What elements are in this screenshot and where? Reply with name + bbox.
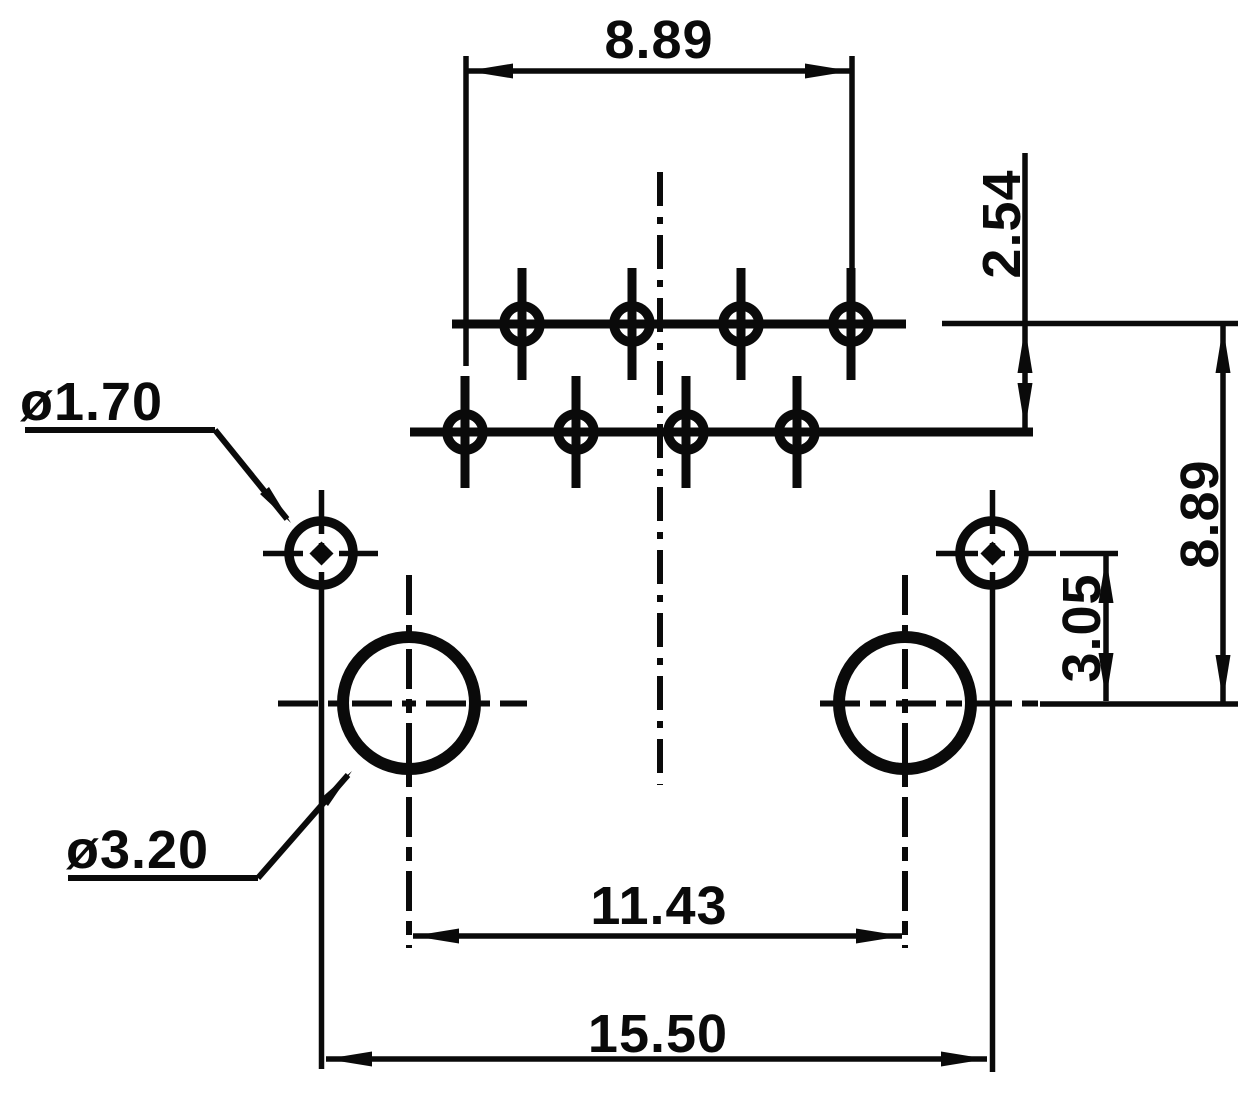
arrowhead-down bbox=[1098, 653, 1114, 699]
dim-pin-span-top: 8.89 bbox=[463, 10, 855, 366]
dimension-text: 11.43 bbox=[590, 876, 727, 936]
dim-mounting-hole-spacing: 15.50 bbox=[326, 1004, 987, 1067]
arrowhead-down bbox=[1017, 383, 1033, 429]
dimension-text: 3.05 bbox=[1052, 573, 1112, 682]
callout-text: ø3.20 bbox=[66, 820, 209, 880]
arrowhead-up bbox=[1098, 557, 1114, 603]
arrowhead-left bbox=[326, 1051, 372, 1067]
arrowhead-left bbox=[413, 928, 459, 944]
arrowhead-up bbox=[1017, 327, 1033, 373]
callout-large-hole-diameter: ø3.20 bbox=[66, 771, 352, 881]
arrowhead-right bbox=[805, 63, 851, 79]
callout-text: ø1.70 bbox=[20, 372, 163, 432]
pin-crosshairs bbox=[410, 268, 1033, 488]
dimension-text: 8.89 bbox=[604, 10, 713, 70]
leader-arrowhead bbox=[260, 487, 291, 523]
arrowhead-right bbox=[941, 1051, 987, 1067]
callout-small-hole-diameter: ø1.70 bbox=[20, 372, 291, 523]
dimension-text: 8.89 bbox=[1170, 459, 1230, 568]
dim-row-pitch: 2.54 bbox=[942, 153, 1238, 434]
arrowhead-right bbox=[856, 928, 902, 944]
dim-pin-row-to-hole-row: 8.89 bbox=[1040, 325, 1238, 707]
leader-arrowhead bbox=[320, 771, 352, 806]
arrowhead-down bbox=[1215, 655, 1231, 701]
dimension-text: 2.54 bbox=[972, 169, 1032, 278]
dim-hole-row-offset: 3.05 bbox=[1052, 550, 1118, 701]
dim-boardlock-spacing: 11.43 bbox=[413, 876, 902, 944]
dimension-text: 15.50 bbox=[588, 1004, 728, 1064]
arrowhead-left bbox=[467, 63, 513, 79]
mounting-holes bbox=[284, 516, 1029, 590]
arrowhead-up bbox=[1215, 327, 1231, 373]
centerlines bbox=[263, 172, 1056, 1072]
